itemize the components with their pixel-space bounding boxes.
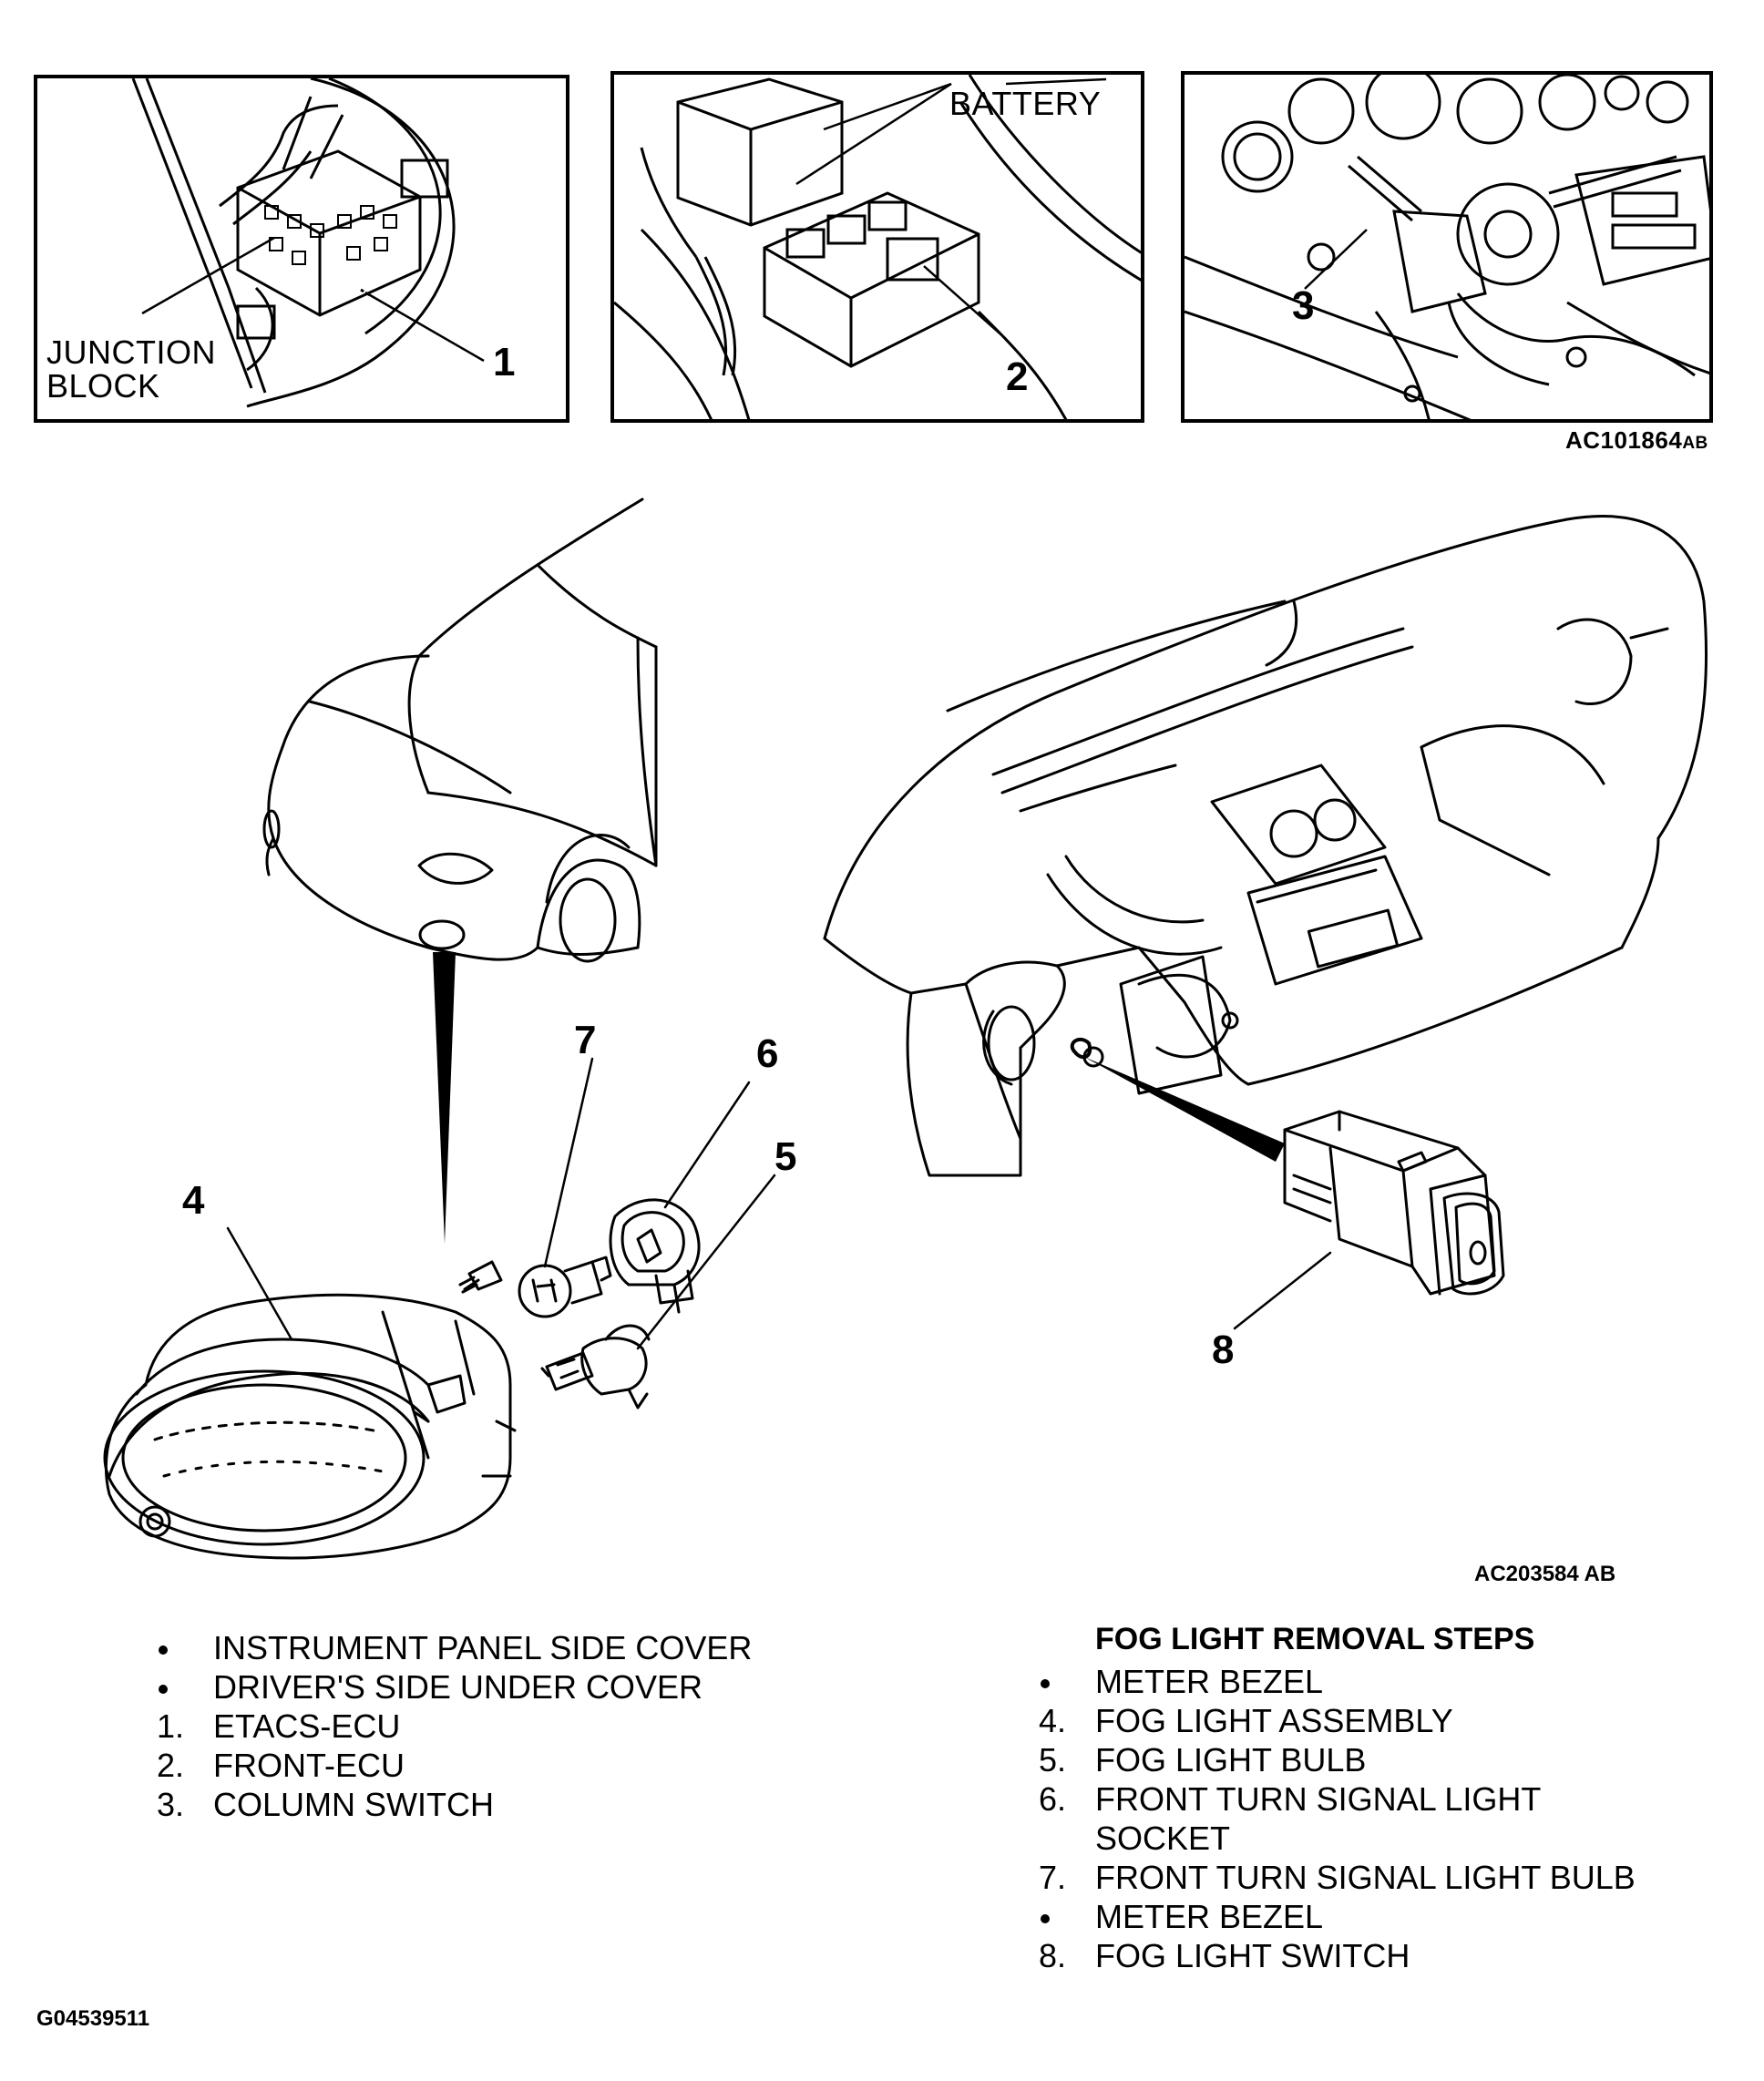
callout-2: 2: [1006, 354, 1029, 399]
list-item: 6. FRONT TURN SIGNAL LIGHT: [1039, 1779, 1731, 1819]
list-item-text: ETACS-ECU: [213, 1707, 401, 1745]
turn-signal-socket-illustration: [609, 1198, 701, 1314]
list-item: 8. FOG LIGHT SWITCH: [1039, 1936, 1731, 1975]
list-number: 5.: [1039, 1741, 1067, 1779]
callout-7: 7: [574, 1018, 597, 1062]
footer-code: G04539511: [36, 2006, 150, 2031]
fog-light-bulb-illustration: [540, 1324, 651, 1410]
list-item-continuation: SOCKET: [1039, 1819, 1731, 1858]
list-item: 7. FRONT TURN SIGNAL LIGHT BULB: [1039, 1858, 1731, 1897]
list-number: 8.: [1039, 1937, 1067, 1974]
list-item-text: METER BEZEL: [1095, 1898, 1324, 1935]
battery-panel: BATTERY 2: [610, 71, 1144, 423]
top-figure-code-suffix: AB: [1682, 434, 1708, 453]
list-item-text: FRONT TURN SIGNAL LIGHT BULB: [1095, 1859, 1636, 1896]
column-switch-panel: 3: [1181, 71, 1713, 423]
screw-illustration: [458, 1260, 503, 1294]
callout-4: 4: [182, 1178, 205, 1223]
list-item-text: FOG LIGHT ASSEMBLY: [1095, 1702, 1453, 1739]
list-item: DRIVER'S SIDE UNDER COVER: [157, 1667, 795, 1707]
removal-steps-title: FOG LIGHT REMOVAL STEPS: [1095, 1622, 1535, 1656]
list-item: 4. FOG LIGHT ASSEMBLY: [1039, 1701, 1731, 1740]
bullet-dot: [1039, 1662, 1075, 1701]
callout-6: 6: [756, 1031, 779, 1076]
callout-1: 1: [493, 340, 516, 384]
list-item: 3. COLUMN SWITCH: [157, 1785, 795, 1824]
top-figure-code: AC101864AB: [1565, 428, 1708, 452]
removal-steps-list: METER BEZEL 4. FOG LIGHT ASSEMBLY 5. FOG…: [1039, 1662, 1731, 1975]
list-item-text: SOCKET: [1095, 1820, 1231, 1857]
battery-label: BATTERY: [949, 85, 1102, 122]
bullet-dot: [157, 1667, 193, 1707]
junction-block-illustration: [131, 78, 485, 408]
list-item: 5. FOG LIGHT BULB: [1039, 1740, 1731, 1779]
list-item-text: FOG LIGHT SWITCH: [1095, 1937, 1410, 1974]
component-list-left: INSTRUMENT PANEL SIDE COVER DRIVER'S SID…: [157, 1628, 795, 1824]
list-item-text: FOG LIGHT BULB: [1095, 1741, 1367, 1779]
junction-block-panel: JUNCTION BLOCK 1: [34, 75, 569, 423]
list-item-text: COLUMN SWITCH: [213, 1786, 494, 1823]
callout-3: 3: [1292, 283, 1315, 328]
list-item-text: METER BEZEL: [1095, 1663, 1324, 1700]
list-number: 1.: [157, 1707, 185, 1745]
list-number: 2.: [157, 1747, 185, 1784]
list-item: INSTRUMENT PANEL SIDE COVER: [157, 1628, 795, 1667]
column-switch-illustration: [1185, 75, 1709, 419]
list-item-text: INSTRUMENT PANEL SIDE COVER: [213, 1629, 753, 1666]
list-number: 6.: [1039, 1780, 1067, 1818]
bullet-dot: [157, 1628, 193, 1667]
front-ecu-illustration: [614, 75, 1141, 419]
vehicle-front-illustration: [262, 497, 658, 963]
bullet-dot: [1039, 1897, 1075, 1936]
list-item: METER BEZEL: [1039, 1662, 1731, 1701]
junction-block-label-line2: BLOCK: [46, 367, 160, 405]
main-figure-code: AC203584 AB: [1474, 1562, 1616, 1586]
list-item: 1. ETACS-ECU: [157, 1707, 795, 1746]
dashboard-illustration: [823, 515, 1708, 1177]
top-figure-code-main: AC101864: [1565, 426, 1683, 454]
main-diagram: [103, 497, 1708, 1560]
list-number: 3.: [157, 1786, 185, 1823]
fog-light-switch-illustration: [1283, 1110, 1505, 1296]
list-item-text: DRIVER'S SIDE UNDER COVER: [213, 1668, 703, 1706]
junction-block-label-line1: JUNCTION: [46, 333, 216, 371]
list-item: 2. FRONT-ECU: [157, 1746, 795, 1785]
list-item: METER BEZEL: [1039, 1897, 1731, 1936]
callout-8: 8: [1212, 1328, 1235, 1372]
turn-signal-bulb-illustration: [518, 1256, 612, 1318]
list-item-text: FRONT TURN SIGNAL LIGHT: [1095, 1780, 1542, 1818]
fog-light-assembly-illustration: [103, 1293, 517, 1560]
list-item-text: FRONT-ECU: [213, 1747, 405, 1784]
list-number: 4.: [1039, 1702, 1067, 1739]
callout-5: 5: [774, 1134, 797, 1179]
list-number: 7.: [1039, 1859, 1067, 1896]
